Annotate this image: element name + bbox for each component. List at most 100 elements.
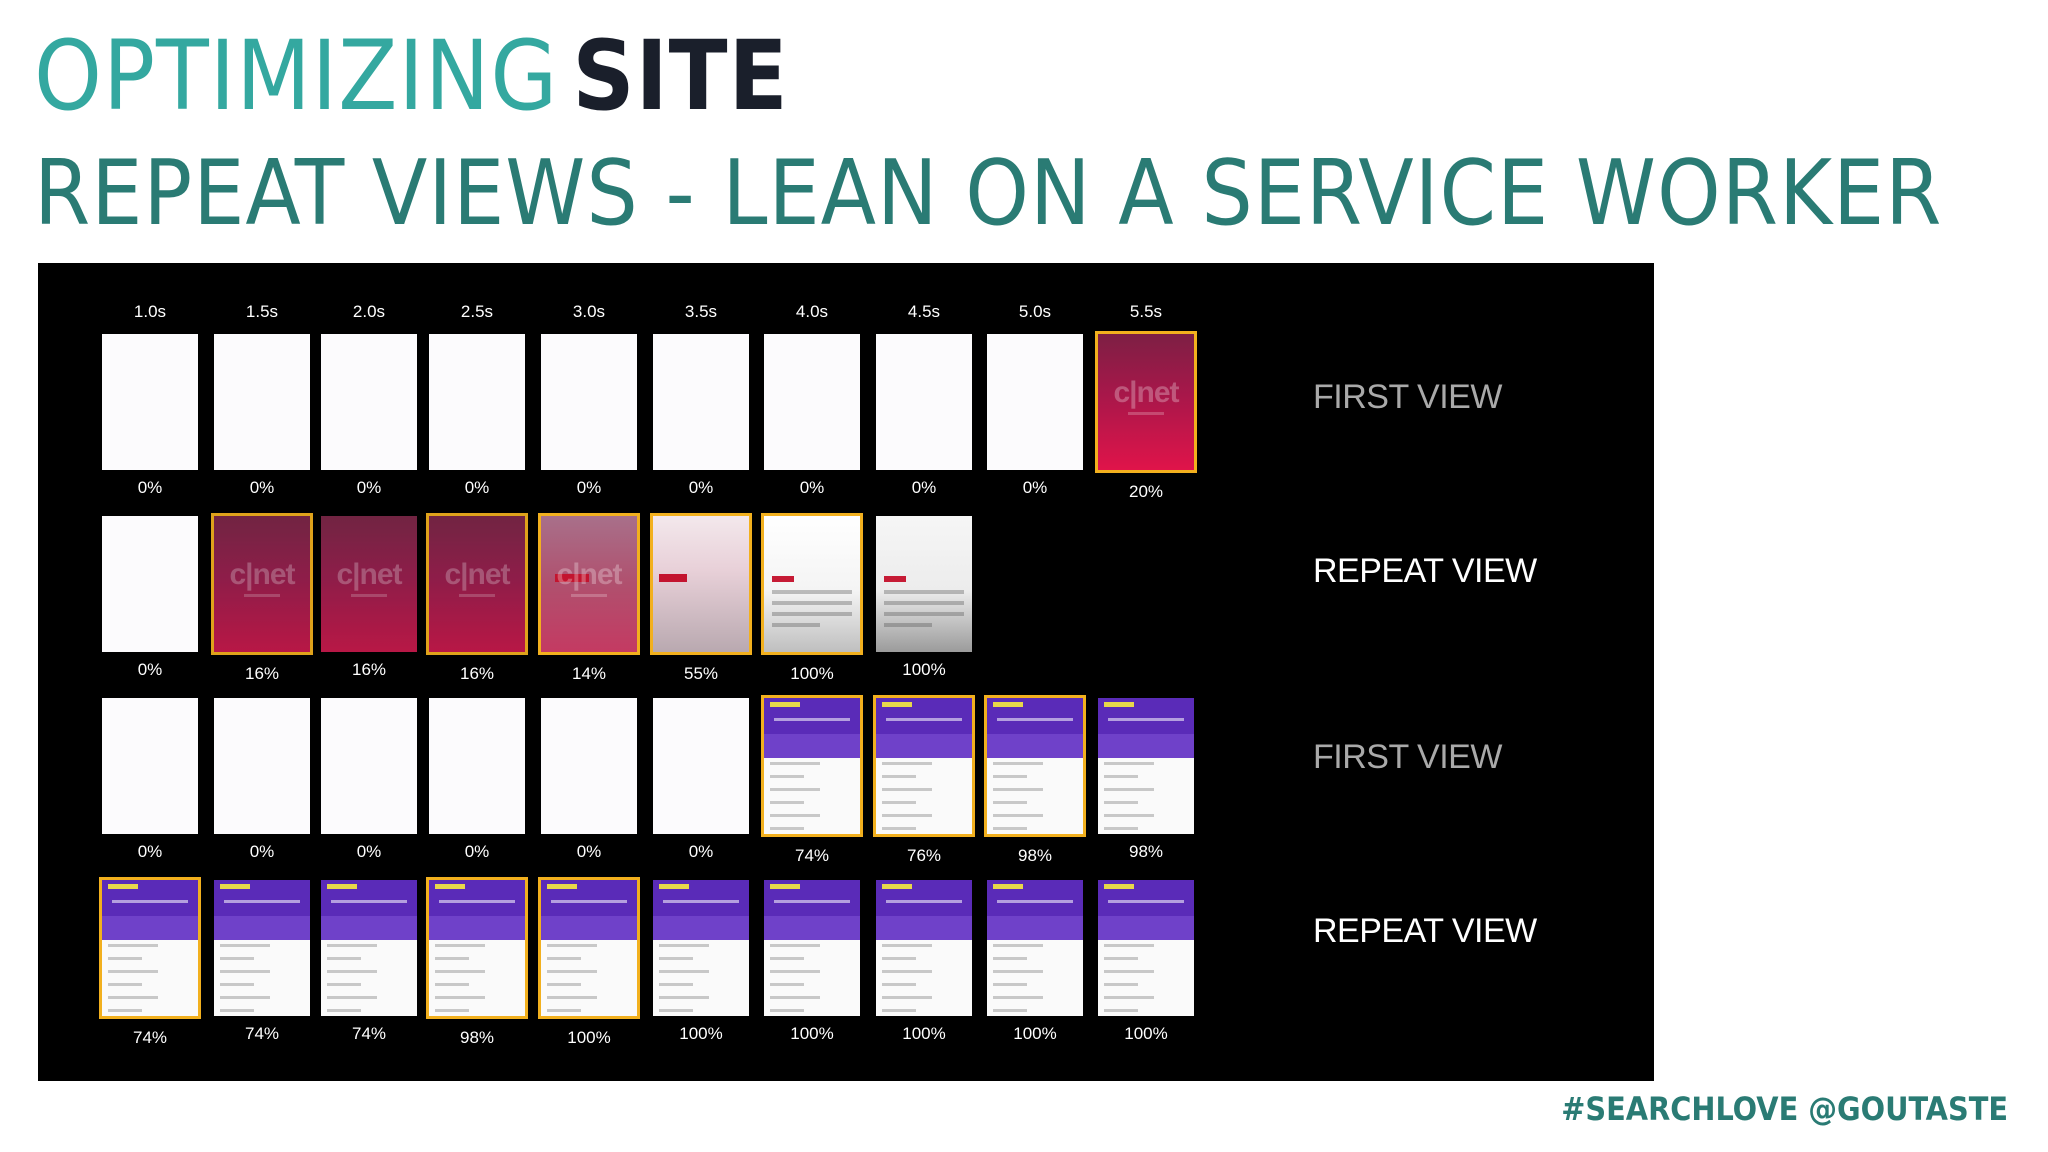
progress-percent: 0%	[688, 478, 714, 497]
thumbnail-blank	[541, 698, 637, 834]
progress-percent: 74%	[132, 1028, 168, 1047]
progress-percent: 0%	[137, 478, 163, 497]
progress-percent: 74%	[244, 1024, 280, 1043]
thumbnail-blank	[102, 698, 198, 834]
thumbnail-purple-site	[876, 880, 972, 1016]
progress-percent: 100%	[567, 1028, 611, 1047]
timeline-tick: 1.5s	[245, 302, 279, 321]
thumbnail-purple-site	[653, 880, 749, 1016]
thumbnail-purple-site	[873, 695, 975, 837]
progress-percent: 0%	[249, 842, 275, 861]
thumbnail-purple-site	[321, 880, 417, 1016]
timeline-tick: 5.5s	[1129, 302, 1163, 321]
thumbnail-blank	[321, 334, 417, 470]
progress-percent: 0%	[576, 842, 602, 861]
thumbnail-blank	[429, 334, 525, 470]
timeline-tick: 2.0s	[352, 302, 386, 321]
progress-percent: 0%	[137, 660, 163, 679]
progress-percent: 0%	[464, 478, 490, 497]
progress-percent: 100%	[790, 1024, 834, 1043]
thumbnail-purple-site	[538, 877, 640, 1019]
progress-percent: 0%	[688, 842, 714, 861]
thumbnail-purple-site	[1098, 698, 1194, 834]
timeline-tick: 1.0s	[133, 302, 167, 321]
cnet-logo: c|net	[229, 558, 295, 591]
thumbnail-purple-site	[99, 877, 201, 1019]
thumbnail-article-loading	[650, 513, 752, 655]
progress-percent: 55%	[683, 664, 719, 683]
thumbnail-purple-site	[426, 877, 528, 1019]
progress-percent: 98%	[1017, 846, 1053, 865]
thumbnail-purple-site	[764, 880, 860, 1016]
title-part-2: SITE	[572, 20, 789, 132]
cnet-logo: c|net	[444, 558, 510, 591]
progress-percent: 16%	[244, 664, 280, 683]
thumbnail-cnet: c|net	[538, 513, 640, 655]
progress-percent: 100%	[679, 1024, 723, 1043]
progress-percent: 0%	[576, 478, 602, 497]
timeline-tick: 4.5s	[907, 302, 941, 321]
progress-percent: 0%	[799, 478, 825, 497]
thumbnail-blank	[764, 334, 860, 470]
progress-percent: 14%	[571, 664, 607, 683]
progress-percent: 98%	[1128, 842, 1164, 861]
thumbnail-cnet: c|net	[211, 513, 313, 655]
thumbnail-article	[876, 516, 972, 652]
timeline-tick: 4.0s	[795, 302, 829, 321]
slide-subtitle: REPEAT VIEWS - LEAN ON A SERVICE WORKER	[34, 141, 1943, 246]
progress-percent: 100%	[1013, 1024, 1057, 1043]
progress-percent: 74%	[351, 1024, 387, 1043]
thumbnail-cnet: c|net	[321, 516, 417, 652]
thumbnail-blank	[214, 334, 310, 470]
row-label-repeat-view: REPEAT VIEW	[1313, 912, 1537, 950]
thumbnail-purple-site	[761, 695, 863, 837]
thumbnail-blank	[541, 334, 637, 470]
thumbnail-cnet: c|net	[1095, 331, 1197, 473]
thumbnail-blank	[321, 698, 417, 834]
progress-percent: 100%	[902, 660, 946, 679]
progress-percent: 100%	[790, 664, 834, 683]
row-label-first-view: FIRST VIEW	[1313, 738, 1502, 776]
footer-hashtag: #SEARCHLOVE @GOUTASTE	[1561, 1090, 2008, 1128]
thumbnail-blank	[429, 698, 525, 834]
progress-percent: 20%	[1128, 482, 1164, 501]
thumbnail-purple-site	[984, 695, 1086, 837]
thumbnail-blank	[987, 334, 1083, 470]
progress-percent: 0%	[249, 478, 275, 497]
progress-percent: 16%	[459, 664, 495, 683]
thumbnail-blank	[876, 334, 972, 470]
progress-percent: 16%	[351, 660, 387, 679]
progress-percent: 76%	[906, 846, 942, 865]
thumbnail-blank	[653, 698, 749, 834]
progress-percent: 0%	[356, 842, 382, 861]
cnet-logo: c|net	[336, 558, 402, 591]
row-label-repeat-view: REPEAT VIEW	[1313, 552, 1537, 590]
thumbnail-purple-site	[987, 880, 1083, 1016]
progress-percent: 100%	[902, 1024, 946, 1043]
progress-percent: 0%	[911, 478, 937, 497]
cnet-logo: c|net	[1113, 376, 1179, 409]
thumbnail-purple-site	[214, 880, 310, 1016]
timeline-tick: 3.5s	[684, 302, 718, 321]
progress-percent: 0%	[1022, 478, 1048, 497]
progress-percent: 0%	[464, 842, 490, 861]
thumbnail-blank	[214, 698, 310, 834]
thumbnail-blank	[102, 334, 198, 470]
progress-percent: 98%	[459, 1028, 495, 1047]
progress-percent: 74%	[794, 846, 830, 865]
thumbnail-purple-site	[1098, 880, 1194, 1016]
thumbnail-cnet: c|net	[426, 513, 528, 655]
timeline-tick: 2.5s	[460, 302, 494, 321]
thumbnail-blank	[102, 516, 198, 652]
title-part-1: OPTIMIZING	[34, 20, 559, 132]
progress-percent: 100%	[1124, 1024, 1168, 1043]
timeline-tick: 5.0s	[1018, 302, 1052, 321]
progress-percent: 0%	[137, 842, 163, 861]
thumbnail-blank	[653, 334, 749, 470]
progress-percent: 0%	[356, 478, 382, 497]
thumbnail-article	[761, 513, 863, 655]
timeline-tick: 3.0s	[572, 302, 606, 321]
cnet-logo: c|net	[556, 558, 622, 591]
row-label-first-view: FIRST VIEW	[1313, 378, 1502, 416]
